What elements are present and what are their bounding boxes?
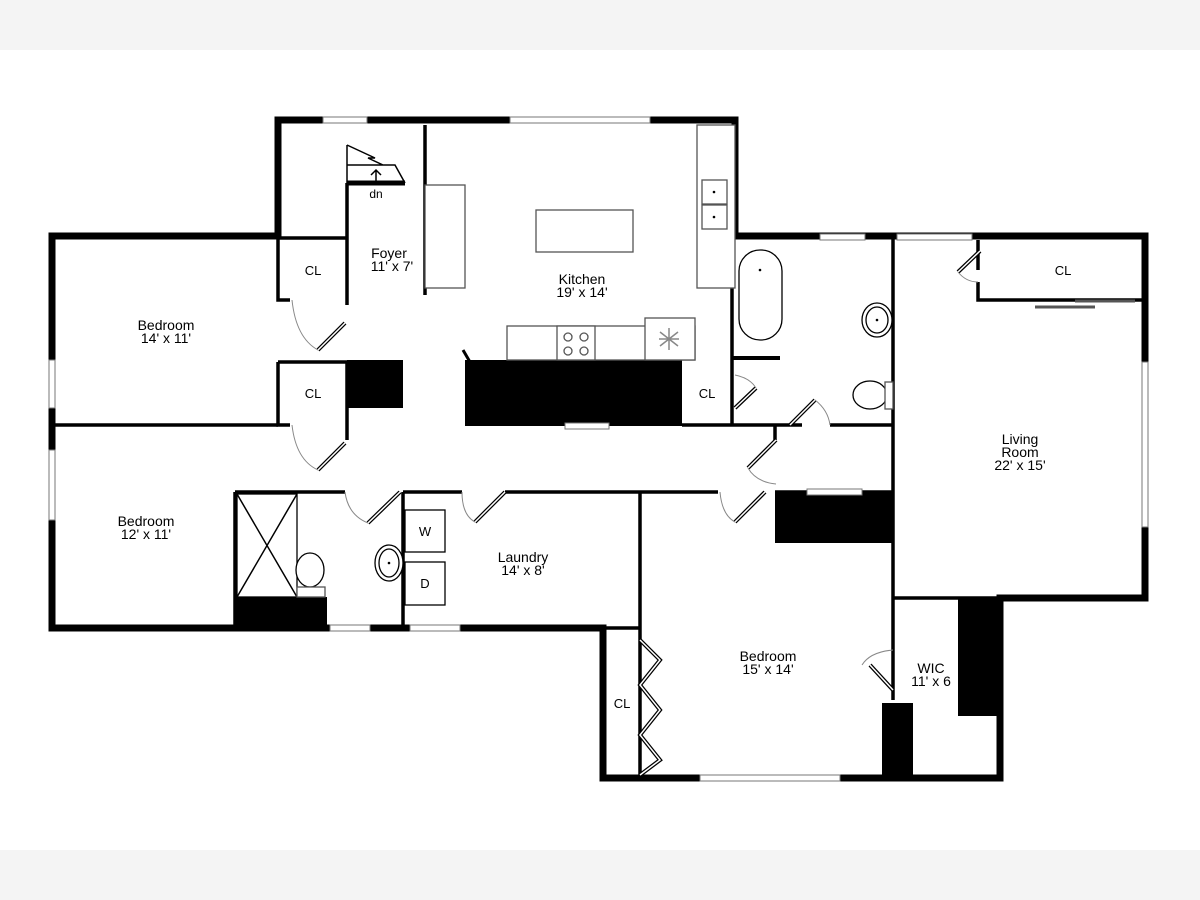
room-size: 15' x 14' — [742, 661, 793, 677]
closet-label: CL — [305, 386, 322, 401]
room-name-bedroom: Bedroom — [138, 317, 195, 333]
room-size: 11' x 7' — [371, 258, 413, 274]
washer-label: W — [419, 524, 432, 539]
sink-icon — [374, 544, 404, 582]
solid-masses — [235, 360, 998, 775]
windows — [48, 116, 1149, 782]
room-name-living: Living — [1002, 431, 1039, 447]
room-size: 14' x 8' — [501, 562, 544, 578]
toilet-icon — [852, 380, 894, 410]
stairs-icon — [346, 144, 406, 185]
room-size: 19' x 14' — [556, 284, 607, 300]
room-name-living: Room — [1001, 444, 1038, 460]
double-sink-icon — [701, 179, 728, 230]
toilet-icon — [295, 552, 326, 598]
room-name-foyer: Foyer — [371, 245, 407, 261]
room-name-laundry: Laundry — [498, 549, 549, 565]
room-size: 22' x 15' — [994, 457, 1045, 473]
room-name-wic: WIC — [917, 660, 944, 676]
closet-label: CL — [305, 263, 322, 278]
room-name-bedroom: Bedroom — [740, 648, 797, 664]
room-size: 12' x 11' — [121, 526, 171, 542]
floor-plan: Bedroom 14' x 11' Bedroom 12' x 11' Foye… — [0, 50, 1200, 850]
fixtures — [236, 124, 894, 606]
washer — [404, 509, 446, 553]
closet-label: CL — [699, 386, 716, 401]
room-labels: Bedroom 14' x 11' Bedroom 12' x 11' Foye… — [118, 187, 1072, 711]
closet-label: CL — [614, 696, 631, 711]
room-size: 14' x 11' — [141, 330, 191, 346]
room-name-kitchen: Kitchen — [559, 271, 606, 287]
doors — [291, 249, 1135, 777]
kitchen-island — [535, 209, 634, 253]
refrigerator-icon — [644, 317, 696, 361]
bathtub-icon — [738, 249, 783, 341]
room-size: 11' x 6 — [911, 673, 951, 689]
floor-plan-drawing: Bedroom 14' x 11' Bedroom 12' x 11' Foye… — [48, 116, 1149, 782]
stairs-label: dn — [369, 187, 382, 201]
shower-icon — [236, 493, 298, 598]
closet-label: CL — [1055, 263, 1072, 278]
counter — [424, 184, 466, 289]
sink-icon — [861, 302, 893, 338]
room-name-bedroom: Bedroom — [118, 513, 175, 529]
dryer — [404, 561, 446, 606]
stove-icon — [556, 325, 596, 361]
dryer-label: D — [420, 576, 429, 591]
